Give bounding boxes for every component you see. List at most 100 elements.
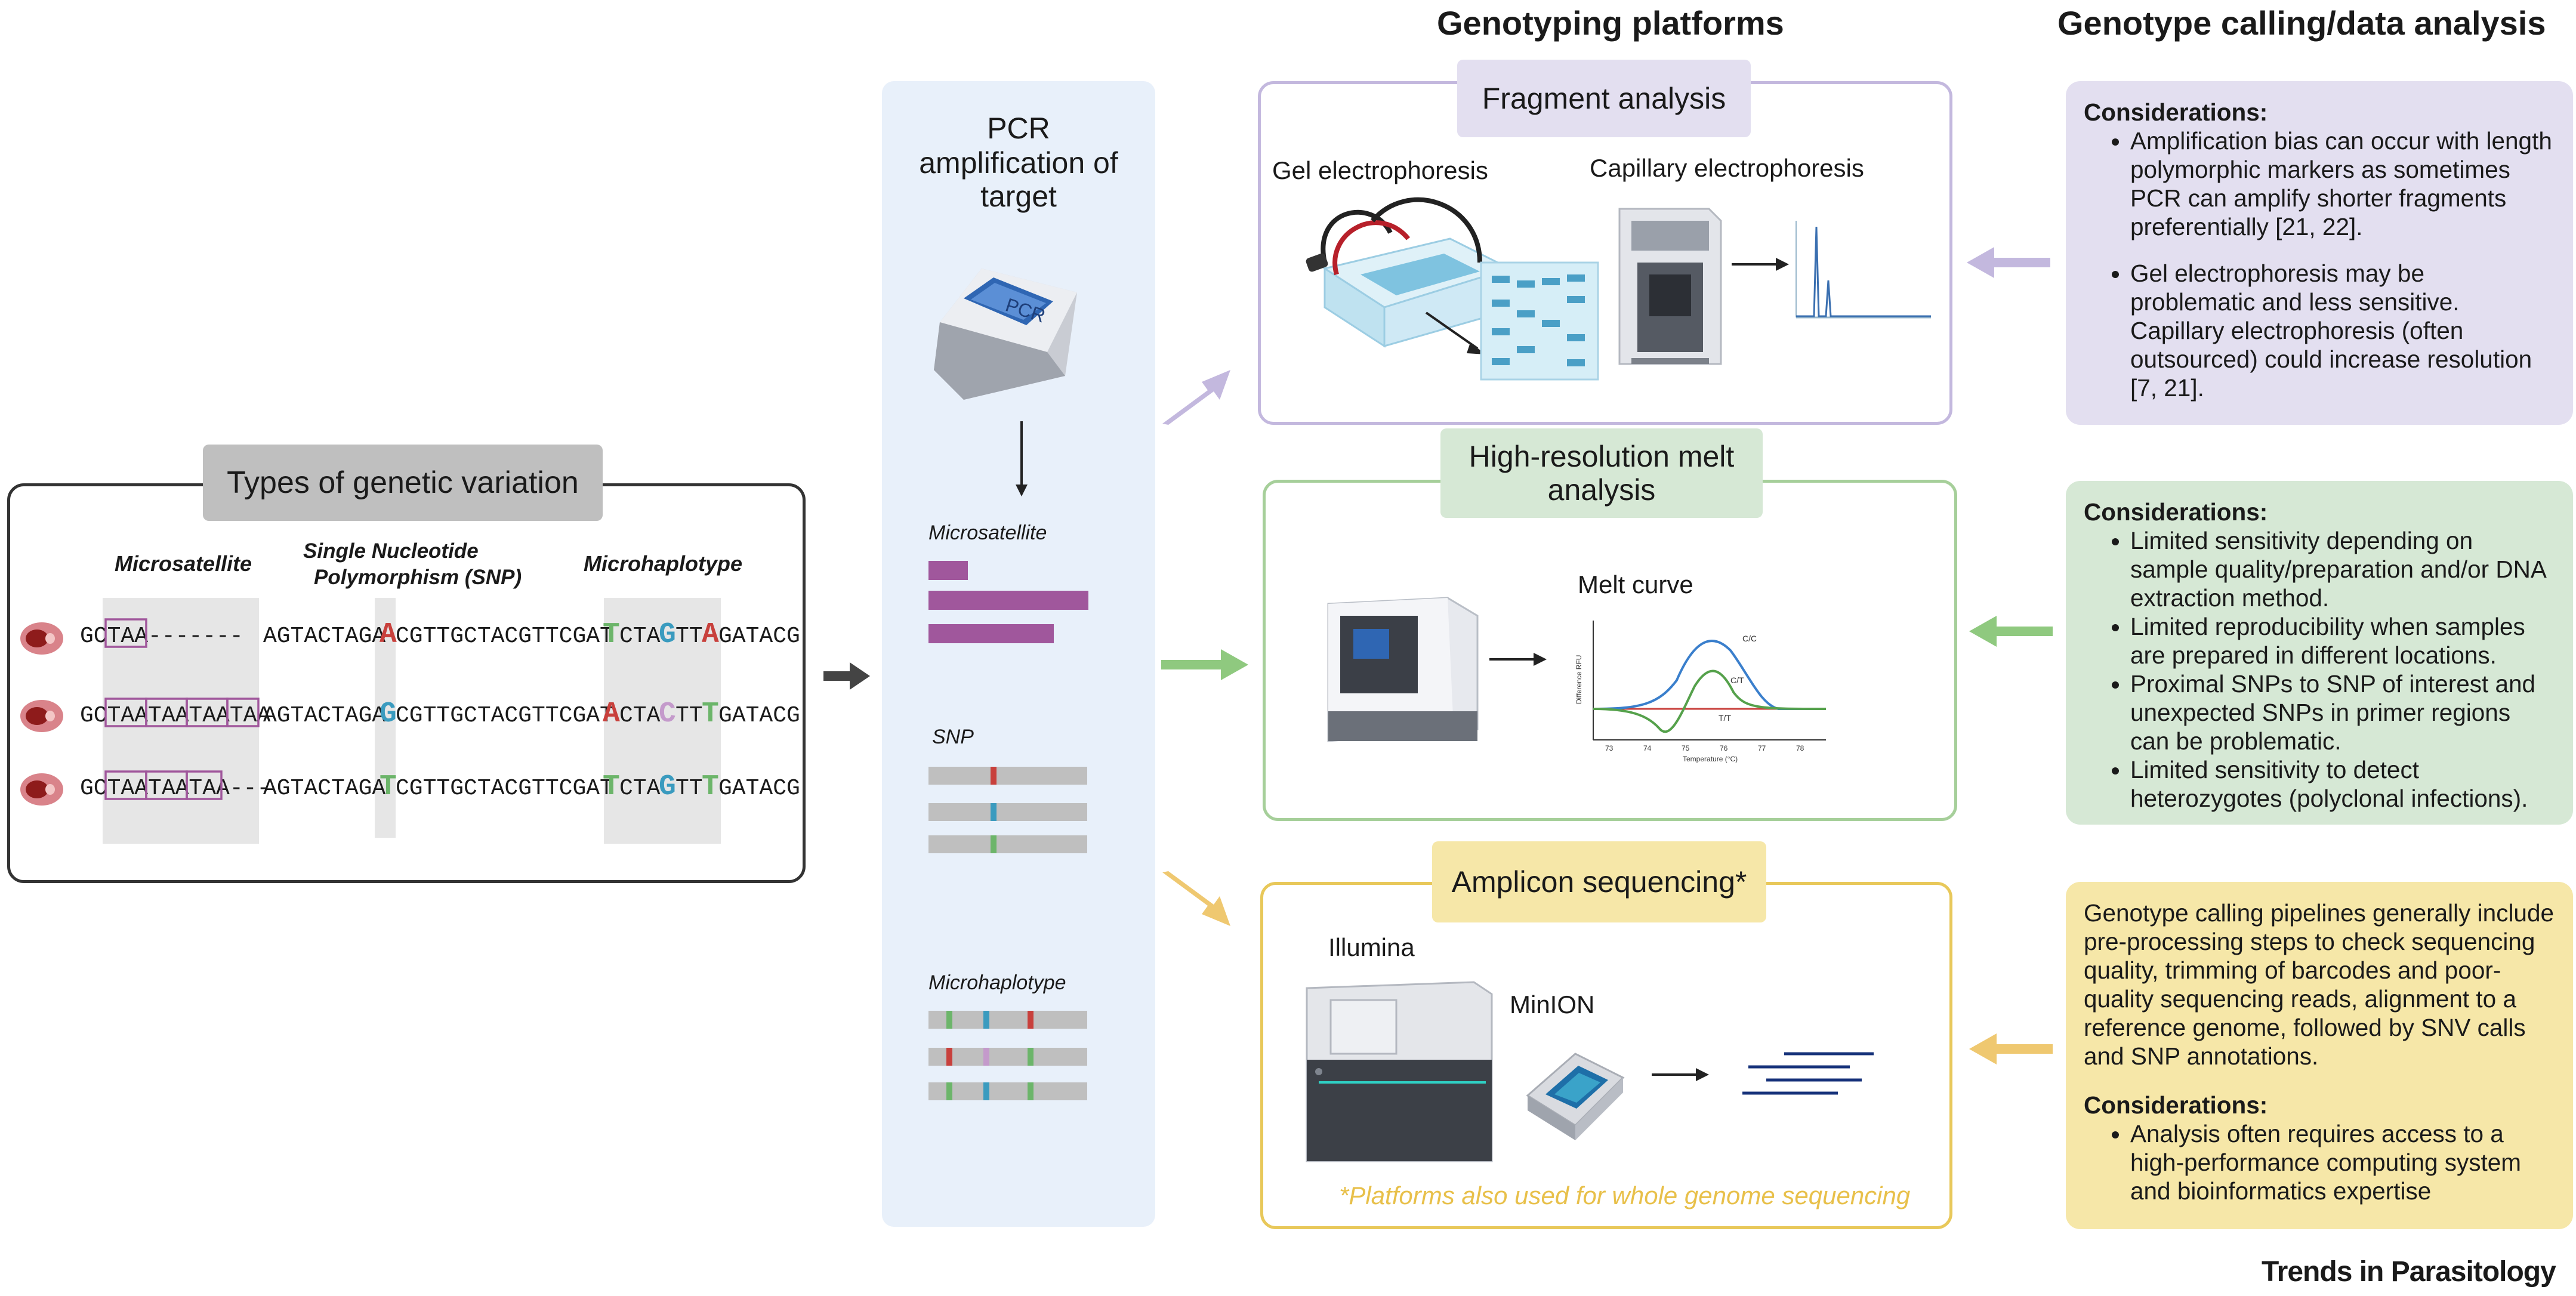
arrow-up-right-icon xyxy=(1162,370,1230,425)
electropherogram-icon xyxy=(1796,221,1931,319)
hrm-instrument-icon xyxy=(1327,597,1479,742)
fragment-considerations: Considerations: Amplification bias can o… xyxy=(2066,81,2573,425)
haplotype-allele: T xyxy=(603,619,620,651)
arrow-icon xyxy=(1652,1068,1709,1081)
illumina-label: Illumina xyxy=(1328,933,1415,961)
snp-right-flank: CGTTGCTACGTTCGAT xyxy=(396,624,613,649)
snp-right-flank: CGTTGCTACGTTCGAT xyxy=(396,776,613,801)
microsatellite-column-bg xyxy=(103,598,259,844)
microhaplotype-amplicon xyxy=(928,1048,1087,1066)
arrow-icon xyxy=(1732,258,1789,271)
haplotype-flank: TT xyxy=(675,703,703,729)
snp-column-label-1: Single Nucleotide xyxy=(303,539,479,563)
journal-logo: Trends in Parasitology xyxy=(2262,1256,2556,1288)
sequencing-reads-icon xyxy=(1742,1052,1874,1095)
haplotype-flank: TT xyxy=(675,624,703,649)
arrow-down-icon xyxy=(1016,421,1028,496)
haplotype-allele: T xyxy=(702,698,719,730)
consideration-item: Limited sensitivity depending on sample … xyxy=(2130,526,2555,612)
cell-icon xyxy=(20,700,63,732)
curve-label-cc: C/C xyxy=(1742,634,1757,643)
haplotype-allele: G xyxy=(659,771,676,803)
x-tick: 78 xyxy=(1796,744,1804,752)
haplotype-allele: A xyxy=(603,698,620,730)
haplotype-flank: CTA xyxy=(619,703,661,729)
snp-left-flank: AGTACTAGA xyxy=(263,776,386,801)
considerations-heading: Considerations: xyxy=(2084,1091,2268,1119)
fragment-bar xyxy=(928,561,968,580)
arrow-right-icon xyxy=(823,662,870,690)
y-axis-label: Difference RFU xyxy=(1575,655,1583,704)
pcr-snp-label: SNP xyxy=(932,726,974,748)
haplotype-allele: G xyxy=(659,619,676,651)
hrm-considerations: Considerations: Limited sensitivity depe… xyxy=(2066,481,2573,825)
snp-left-flank: AGTACTAGA xyxy=(263,624,386,649)
snp-amplicon xyxy=(928,835,1087,853)
amplicon-footnote: *Platforms also used for whole genome se… xyxy=(1339,1181,1911,1209)
fragment-title: Fragment analysis xyxy=(1457,60,1751,137)
x-tick: 76 xyxy=(1720,744,1728,752)
snp-allele: G xyxy=(380,698,397,730)
x-axis-label: Temperature (°C) xyxy=(1683,755,1738,763)
melt-curve-label: Melt curve xyxy=(1578,570,1693,598)
arrow-icon xyxy=(1489,653,1547,666)
minion-label: MinION xyxy=(1510,990,1595,1019)
microsatellite-segment: GCTAA------- xyxy=(80,624,243,649)
haplotype-flank: CTA xyxy=(619,776,661,801)
considerations-heading: Considerations: xyxy=(2084,498,2268,526)
haplotype-allele: T xyxy=(603,771,620,803)
microsatellite-segment: GCTAATAATAA--- xyxy=(80,776,271,801)
snp-column-bg xyxy=(375,598,396,838)
pcr-microsatellite-label: Microsatellite xyxy=(928,522,1047,544)
pcr-microhaplotype-label: Microhaplotype xyxy=(928,971,1066,994)
haplotype-flank: CTA xyxy=(619,624,661,649)
microhaplotype-amplicon xyxy=(928,1011,1087,1029)
arrow-down-right-icon xyxy=(1162,871,1230,926)
haplotype-flank: TT xyxy=(675,776,703,801)
gel-rig-icon xyxy=(1306,197,1513,348)
microsatellite-segment: GCTAATAATAATAA xyxy=(80,703,271,729)
analysis-heading: Genotype calling/data analysis xyxy=(2057,4,2546,42)
hrm-title-1: High-resolution melt xyxy=(1469,440,1735,473)
haplotype-allele: T xyxy=(702,771,719,803)
haplotype-flank: GATACG xyxy=(718,624,800,649)
arrow-left-icon xyxy=(1967,247,2050,278)
curve-label-ct: C/T xyxy=(1730,675,1744,685)
consideration-item: Limited sensitivity to detect heterozygo… xyxy=(2130,755,2555,813)
pcr-title-2: amplification of xyxy=(919,146,1118,180)
curve-label-tt: T/T xyxy=(1719,713,1731,723)
hrm-title-2: analysis xyxy=(1547,473,1656,507)
gel-label: Gel electrophoresis xyxy=(1272,156,1488,184)
consideration-item: Analysis often requires access to a high… xyxy=(2130,1119,2555,1205)
snp-left-flank: AGTACTAGA xyxy=(263,703,386,729)
fragment-bar xyxy=(928,624,1054,643)
consideration-item: Limited reproducibility when samples are… xyxy=(2130,612,2555,669)
variation-title: Types of genetic variation xyxy=(203,445,603,521)
pcr-title-1: PCR xyxy=(987,112,1050,145)
amplicon-considerations: Genotype calling pipelines generally inc… xyxy=(2066,882,2573,1229)
snp-mark xyxy=(991,767,997,785)
haplotype-flank: GATACG xyxy=(718,776,800,801)
gel-image-icon xyxy=(1480,261,1599,381)
snp-mark xyxy=(991,803,997,821)
cell-icon xyxy=(20,622,63,655)
haplotype-flank: GATACG xyxy=(718,703,800,729)
cell-icon xyxy=(20,773,63,806)
curve-ct xyxy=(1593,669,1827,733)
haplotype-allele: C xyxy=(659,698,676,730)
capillary-label: Capillary electrophoresis xyxy=(1590,154,1864,182)
melt-curve-chart: C/C C/T T/T Difference RFU Temperature (… xyxy=(1575,621,1827,763)
hrm-title: High-resolution melt analysis xyxy=(1440,428,1763,518)
snp-column-label-2: Polymorphism (SNP) xyxy=(314,566,522,589)
pcr-machine-icon: PCR xyxy=(934,269,1077,400)
microhaplotype-column-bg xyxy=(604,598,721,844)
microhaplotype-column-label: Microhaplotype xyxy=(584,551,743,576)
x-tick: 73 xyxy=(1605,744,1614,752)
snp-allele: T xyxy=(380,771,397,803)
platforms-heading: Genotyping platforms xyxy=(1437,4,1784,42)
amplicon-title: Amplicon sequencing* xyxy=(1432,841,1766,922)
capillary-instrument-icon xyxy=(1618,208,1722,365)
snp-allele: A xyxy=(380,619,397,651)
arrow-left-icon xyxy=(1969,1033,2053,1064)
